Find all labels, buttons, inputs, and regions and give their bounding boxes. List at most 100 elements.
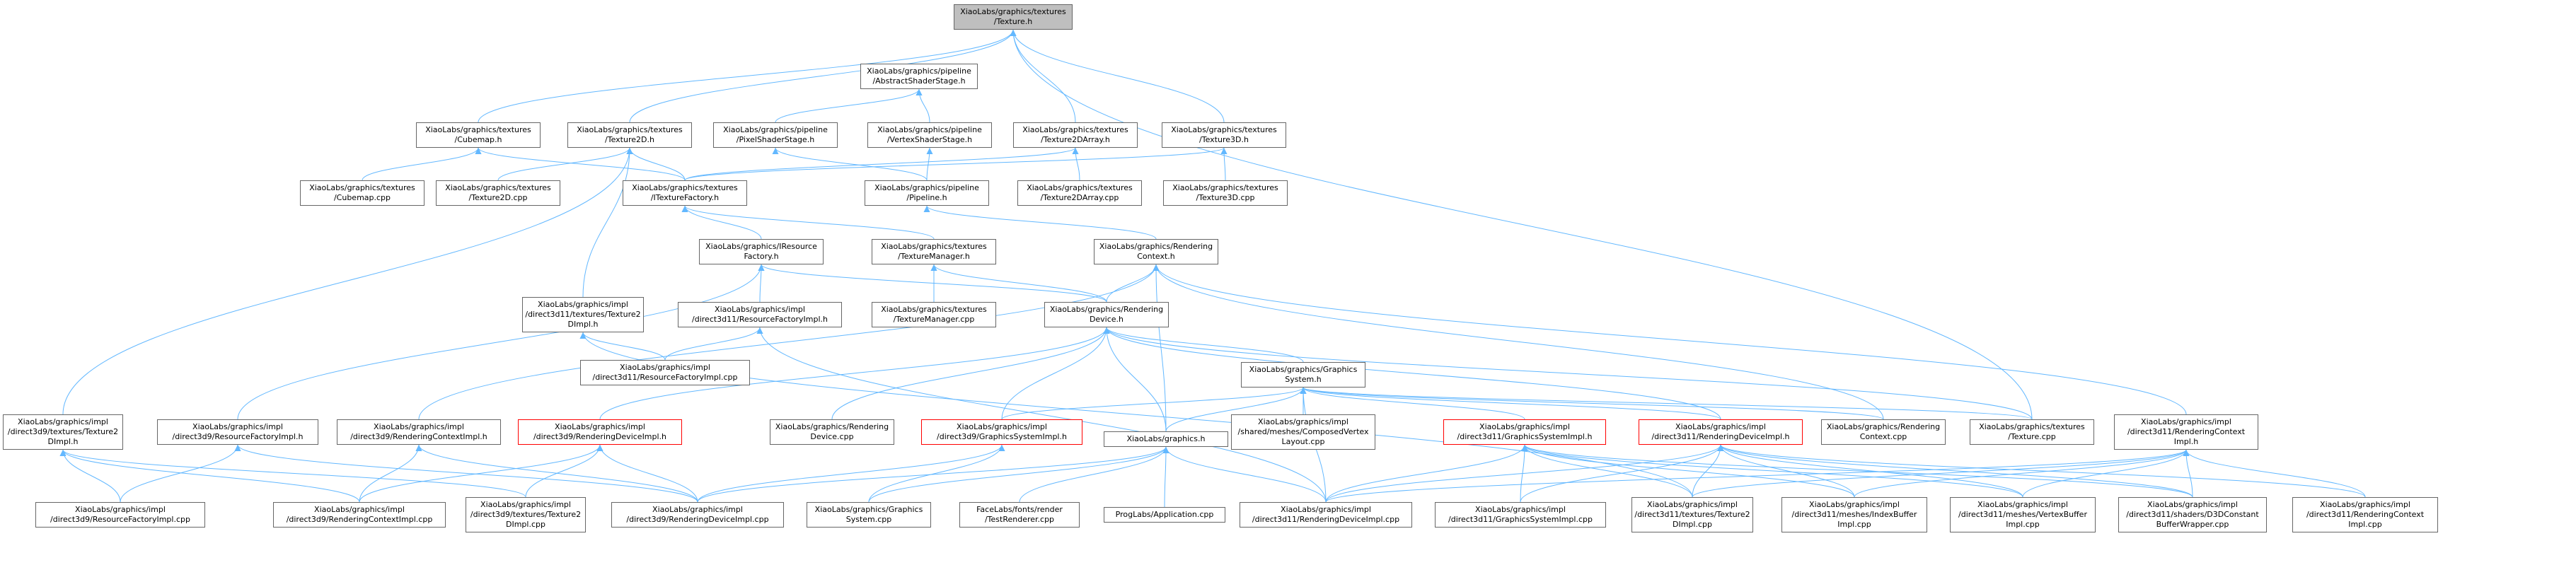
graph-node-rendering-context-h[interactable]: XiaoLabs/graphics/Rendering Context.h [1094,239,1218,264]
graph-node-label: XiaoLabs/graphics/pipeline /PixelShaderS… [723,125,828,144]
graph-node-texture2darray-h[interactable]: XiaoLabs/graphics/textures /Texture2DArr… [1013,122,1138,148]
graph-node-d3d11-graphicssystemimpl-cpp[interactable]: XiaoLabs/graphics/impl /direct3d11/Graph… [1435,502,1606,528]
dependency-edge [930,264,1107,303]
graph-node-pipeline-h[interactable]: XiaoLabs/graphics/pipeline /Pipeline.h [865,180,989,206]
graph-node-composed-vertex-layout-cpp[interactable]: XiaoLabs/graphics/impl /shared/meshes/Co… [1231,414,1375,450]
graph-node-texture-manager-cpp[interactable]: XiaoLabs/graphics/textures /TextureManag… [872,302,996,327]
dependency-edge [1520,444,1724,503]
dependency-edge [120,444,241,503]
graph-node-label: XiaoLabs/graphics/impl /direct3d11/Graph… [1448,505,1593,524]
dependency-edge [1325,444,1724,503]
graph-node-application-cpp[interactable]: ProgLabs/Application.cpp [1104,507,1225,523]
dependency-edge [681,205,935,240]
graph-node-label: XiaoLabs/graphics.h [1126,434,1206,443]
dependency-edge [684,147,1228,181]
graph-node-d3d11-renderingdeviceimpl-cpp[interactable]: XiaoLabs/graphics/impl /direct3d11/Rende… [1240,502,1412,528]
graph-node-texture2d-h[interactable]: XiaoLabs/graphics/textures /Texture2D.h [567,122,692,148]
graph-node-d3d9-resourcefactoryimpl-cpp[interactable]: XiaoLabs/graphics/impl /direct3d9/Resour… [35,502,205,528]
graph-node-d3d11-resourcefactoryimpl-h[interactable]: XiaoLabs/graphics/impl /direct3d11/Resou… [678,302,842,327]
graph-node-label: XiaoLabs/graphics/impl /shared/meshes/Co… [1237,417,1369,446]
graph-node-iresource-factory-h[interactable]: XiaoLabs/graphics/IResource Factory.h [699,239,824,264]
dependency-edge [868,444,1005,503]
graph-node-d3d11-texture2dimpl-h[interactable]: XiaoLabs/graphics/impl /direct3d11/textu… [522,297,644,332]
graph-node-label: XiaoLabs/graphics/impl /direct3d11/Rende… [2306,500,2425,529]
graph-node-rendering-device-h[interactable]: XiaoLabs/graphics/Rendering Device.h [1044,302,1169,327]
graph-node-graphics-h[interactable]: XiaoLabs/graphics.h [1104,431,1228,447]
graph-node-d3d9-graphicssystemimpl-h[interactable]: XiaoLabs/graphics/impl /direct3d9/Graphi… [921,419,1082,445]
graph-node-label: XiaoLabs/graphics/impl /direct3d9/Render… [350,422,487,441]
graph-node-vertex-shader-stage-h[interactable]: XiaoLabs/graphics/pipeline /VertexShader… [867,122,992,148]
dependency-edge [664,327,763,361]
dependency-edge [1717,444,2366,498]
dependency-edge [1103,327,1721,420]
graph-node-test-renderer-cpp[interactable]: FaceLabs/fonts/render /TestRenderer.cpp [959,502,1080,528]
graph-node-itexturefactory-h[interactable]: XiaoLabs/graphics/textures /ITextureFact… [623,180,747,206]
graph-node-graphics-system-h[interactable]: XiaoLabs/graphics/Graphics System.h [1241,362,1365,388]
graph-node-graphics-system-cpp[interactable]: XiaoLabs/graphics/Graphics System.cpp [807,502,931,528]
graph-node-label: XiaoLabs/graphics/Graphics System.h [1249,365,1358,384]
dependency-edge [1692,444,1724,498]
graph-node-d3d11-renderingcontextimpl-cpp[interactable]: XiaoLabs/graphics/impl /direct3d11/Rende… [2292,497,2438,532]
graph-node-rendering-context-cpp[interactable]: XiaoLabs/graphics/Rendering Context.cpp [1821,419,1946,445]
graph-node-label: XiaoLabs/graphics/impl /direct3d11/Resou… [692,305,828,324]
graph-node-label: FaceLabs/fonts/render /TestRenderer.cpp [976,505,1063,524]
graph-node-cubemap-cpp[interactable]: XiaoLabs/graphics/textures /Cubemap.cpp [300,180,424,206]
graph-node-d3d11-resourcefactoryimpl-cpp[interactable]: XiaoLabs/graphics/impl /direct3d11/Resou… [580,360,750,385]
graph-node-abstract-shader-stage-h[interactable]: XiaoLabs/graphics/pipeline /AbstractShad… [860,64,978,89]
graph-node-cubemap-h[interactable]: XiaoLabs/graphics/textures /Cubemap.h [416,122,541,148]
graph-node-label: XiaoLabs/graphics/impl /direct3d11/Rende… [1252,505,1400,524]
dependency-edge [1103,327,1167,432]
graph-node-d3d11-renderingcontextimpl-h[interactable]: XiaoLabs/graphics/impl /direct3d11/Rende… [2114,414,2258,450]
graph-node-d3d9-texture2dimpl-cpp[interactable]: XiaoLabs/graphics/impl /direct3d9/textur… [466,497,586,532]
graph-node-texture2darray-cpp[interactable]: XiaoLabs/graphics/textures /Texture2DArr… [1017,180,1142,206]
graph-node-d3d11-texture2dimpl-cpp[interactable]: XiaoLabs/graphics/impl /direct3d11/textu… [1631,497,1753,532]
graph-node-d3d11-graphicssystemimpl-h[interactable]: XiaoLabs/graphics/impl /direct3d11/Graph… [1443,419,1606,445]
graph-node-label: XiaoLabs/graphics/textures /Texture2D.cp… [445,183,551,202]
graph-node-label: XiaoLabs/graphics/textures /Texture.cpp [1979,422,2085,441]
graph-node-label: XiaoLabs/graphics/textures /Texture3D.h [1171,125,1277,144]
graph-node-d3d9-texture2dimpl-h[interactable]: XiaoLabs/graphics/impl /direct3d9/textur… [3,414,123,450]
graph-node-d3d11-vertexbufferimpl-cpp[interactable]: XiaoLabs/graphics/impl /direct3d11/meshe… [1950,497,2096,532]
graph-node-texture-cpp[interactable]: XiaoLabs/graphics/textures /Texture.cpp [1970,419,2094,445]
dependency-edge [1019,446,1169,503]
dependency-edge [868,446,1169,503]
graph-node-label: XiaoLabs/graphics/impl /direct3d11/meshe… [1958,500,2087,529]
dependency-edge [62,147,633,415]
dependency-edge [2183,449,2193,498]
graph-node-d3d9-renderingcontextimpl-cpp[interactable]: XiaoLabs/graphics/impl /direct3d9/Render… [273,502,446,528]
dependency-edge [1103,327,1304,363]
dependency-edge [59,449,526,498]
dependency-edge [1300,387,1525,420]
graph-node-label: XiaoLabs/graphics/impl /direct3d9/Render… [626,505,769,524]
graph-node-label: XiaoLabs/graphics/impl /direct3d11/Resou… [592,363,738,382]
dependency-edge [1300,387,2033,420]
graph-node-d3d11-renderingdeviceimpl-h[interactable]: XiaoLabs/graphics/impl /direct3d11/Rende… [1639,419,1803,445]
dependency-edge [525,444,603,498]
graph-node-label: XiaoLabs/graphics/impl /direct3d11/Graph… [1457,422,1593,441]
graph-node-texture-manager-h[interactable]: XiaoLabs/graphics/textures /TextureManag… [872,239,996,264]
graph-node-label: XiaoLabs/graphics/Rendering Device.h [1049,305,1164,324]
graph-node-d3d9-renderingdeviceimpl-h[interactable]: XiaoLabs/graphics/impl /direct3d9/Render… [518,419,682,445]
graph-node-d3d11-d3dconstantbufferwrapper-cpp[interactable]: XiaoLabs/graphics/impl /direct3d11/shade… [2118,497,2267,532]
dependency-edge [1106,264,1160,303]
dependency-edge [475,147,686,181]
dependency-edge [1010,29,2033,420]
dependency-edge [1717,444,1855,498]
graph-node-texture3d-h[interactable]: XiaoLabs/graphics/textures /Texture3D.h [1162,122,1286,148]
graph-node-pixel-shader-stage-h[interactable]: XiaoLabs/graphics/pipeline /PixelShaderS… [713,122,838,148]
graph-node-label: XiaoLabs/graphics/textures /Cubemap.cpp [309,183,415,202]
graph-node-label: XiaoLabs/graphics/Rendering Device.cpp [775,422,889,441]
dependency-edge [1300,387,1721,420]
dependency-edge [775,88,923,123]
graph-node-texture3d-cpp[interactable]: XiaoLabs/graphics/textures /Texture3D.cp… [1163,180,1288,206]
graph-node-rendering-device-cpp[interactable]: XiaoLabs/graphics/Rendering Device.cpp [770,419,894,445]
dependency-edge [629,29,1017,123]
graph-node-d3d9-renderingcontextimpl-h[interactable]: XiaoLabs/graphics/impl /direct3d9/Render… [337,419,501,445]
graph-node-label: XiaoLabs/graphics/pipeline /Pipeline.h [874,183,979,202]
graph-node-texture2d-cpp[interactable]: XiaoLabs/graphics/textures /Texture2D.cp… [436,180,560,206]
dependency-edge [599,327,1110,420]
graph-node-d3d9-renderingdeviceimpl-cpp[interactable]: XiaoLabs/graphics/impl /direct3d9/Render… [611,502,784,528]
graph-node-d3d9-resourcefactoryimpl-h[interactable]: XiaoLabs/graphics/impl /direct3d9/Resour… [157,419,318,445]
graph-node-d3d11-indexbufferimpl-cpp[interactable]: XiaoLabs/graphics/impl /direct3d11/meshe… [1781,497,1927,532]
